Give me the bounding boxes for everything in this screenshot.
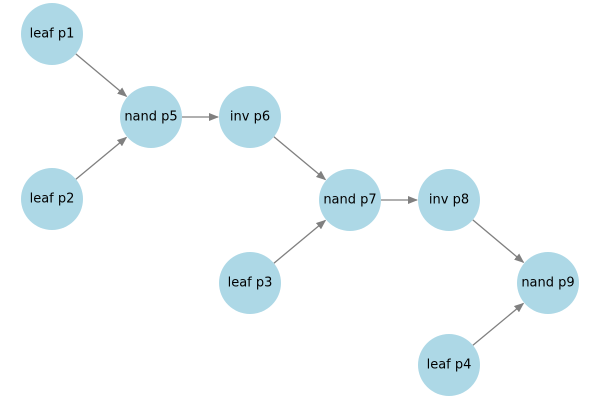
node-circle-p7 <box>319 169 381 231</box>
node-p2: leaf p2 <box>21 168 83 230</box>
node-circle-p8 <box>418 169 480 231</box>
node-label-p6: inv p6 <box>230 110 270 125</box>
node-p1: leaf p1 <box>21 3 83 65</box>
node-layer: leaf p1 leaf p2 leaf p3 leaf p4 nand p5 inv p… <box>21 3 579 396</box>
edge-p6-to-p7 <box>273 136 327 181</box>
edge-p4-to-p9 <box>472 302 525 346</box>
edge-p8-to-p9 <box>472 219 525 264</box>
edge-layer <box>75 53 525 346</box>
node-circle-p4 <box>418 334 480 396</box>
node-p3: leaf p3 <box>219 252 281 314</box>
edge-p2-to-p5 <box>75 136 128 180</box>
edge-p1-to-p5 <box>75 53 128 98</box>
node-circle-p5 <box>120 86 182 148</box>
node-p4: leaf p4 <box>418 334 480 396</box>
node-label-p9: nand p9 <box>521 276 574 291</box>
node-p9: nand p9 <box>517 252 579 314</box>
node-p6: inv p6 <box>219 86 281 148</box>
node-label-p3: leaf p3 <box>228 276 273 291</box>
node-p8: inv p8 <box>418 169 480 231</box>
node-label-p7: nand p7 <box>323 193 376 208</box>
node-circle-p2 <box>21 168 83 230</box>
node-label-p4: leaf p4 <box>427 358 472 373</box>
node-circle-p1 <box>21 3 83 65</box>
node-p7: nand p7 <box>319 169 381 231</box>
node-label-p8: inv p8 <box>429 193 469 208</box>
node-label-p2: leaf p2 <box>30 192 75 207</box>
edge-p3-to-p7 <box>273 219 327 264</box>
node-p5: nand p5 <box>120 86 182 148</box>
node-circle-p3 <box>219 252 281 314</box>
node-label-p5: nand p5 <box>124 110 177 125</box>
node-circle-p9 <box>517 252 579 314</box>
node-circle-p6 <box>219 86 281 148</box>
node-label-p1: leaf p1 <box>30 27 75 42</box>
